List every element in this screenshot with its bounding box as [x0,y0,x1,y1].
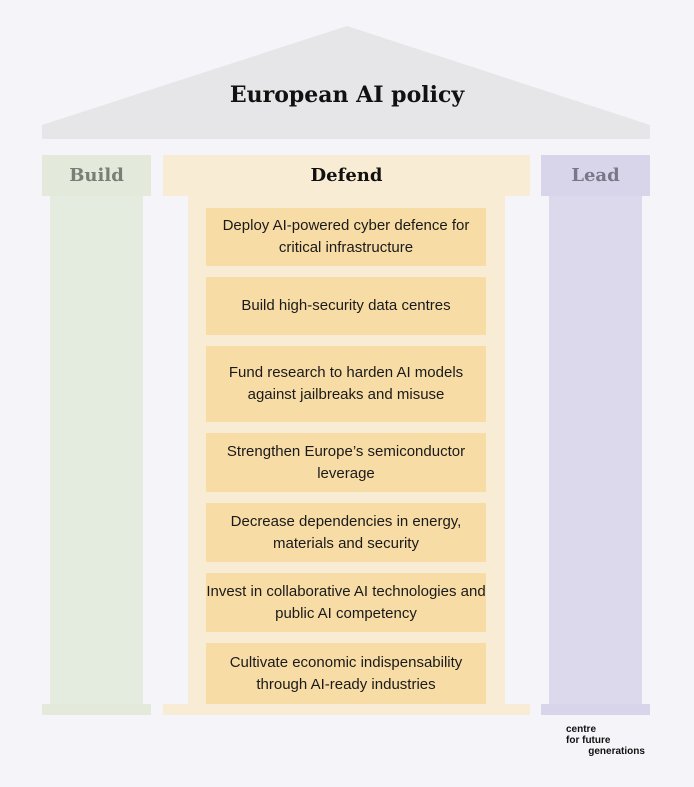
defend-item: Cultivate economic indispensability thro… [206,643,486,704]
defend-item: Fund research to harden AI models agains… [206,346,486,422]
defend-item-text: Deploy AI-powered cyber defence for crit… [222,217,470,256]
pillar-defend-capital: Defend [163,155,530,196]
pillar-lead-label: Lead [571,165,620,186]
defend-item-text: Fund research to harden AI models agains… [228,364,464,403]
page-title: European AI policy [229,82,465,108]
defend-item: Deploy AI-powered cyber defence for crit… [206,208,486,266]
defend-item: Decrease dependencies in energy, materia… [206,503,486,562]
defend-item-text: Decrease dependencies in energy, materia… [230,512,462,552]
pillar-defend-label: Defend [310,165,383,186]
defend-item: Strengthen Europe’s semiconductor levera… [206,433,486,492]
defend-item-text: Invest in collaborative AI technologies … [206,582,486,622]
defend-item-text: Cultivate economic indispensability thro… [229,653,463,693]
pillar-build-capital: Build [42,155,151,196]
defend-item-text: Strengthen Europe’s semiconductor levera… [226,442,466,482]
defend-item: Build high-security data centres [206,277,486,335]
logo: centre for future generations [566,724,645,757]
defend-item: Invest in collaborative AI technologies … [206,573,486,632]
pillar-lead-capital: Lead [541,155,650,196]
pillar-build-base [42,704,151,715]
defend-item-text: Build high-security data centres [241,297,451,314]
pillar-build-label: Build [69,165,124,186]
pillar-build-shaft [50,196,143,704]
pillar-lead-base [541,704,650,715]
pillar-lead-shaft [549,196,642,704]
roof-pediment [42,26,650,139]
pillar-defend-base [163,704,530,715]
